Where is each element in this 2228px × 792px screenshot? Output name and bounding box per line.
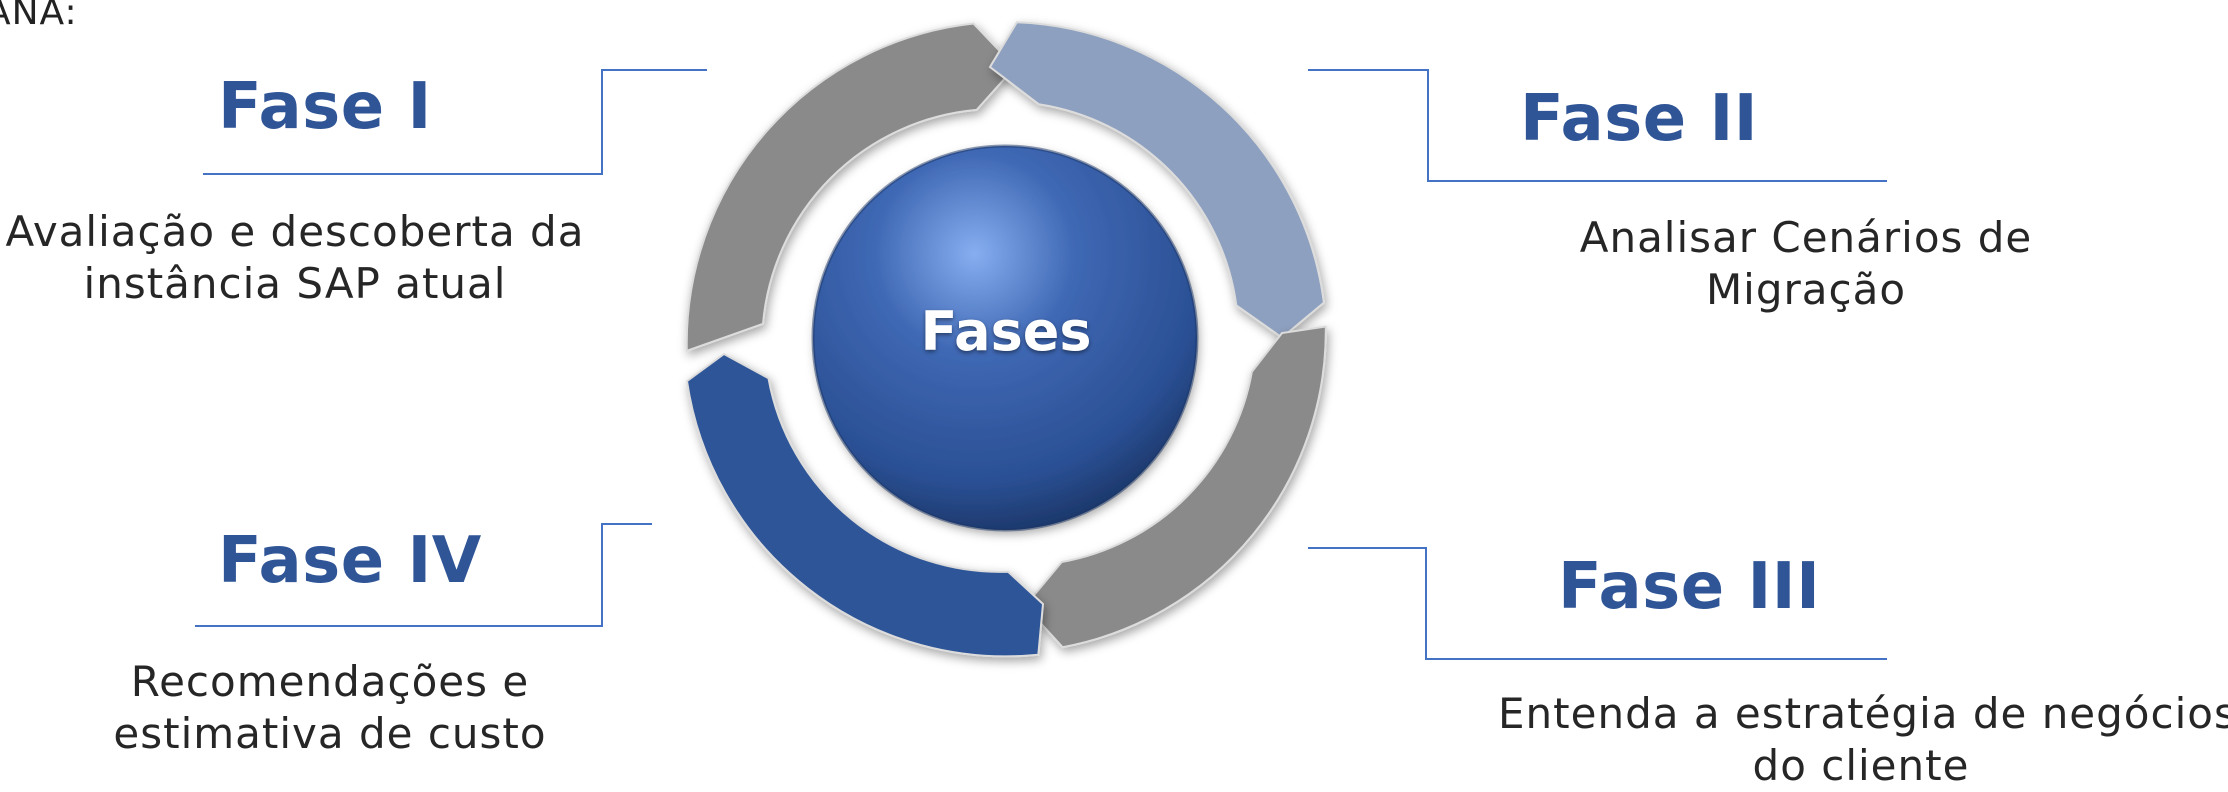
center-label: Fases <box>920 300 1092 363</box>
phase-title-fase-4: Fase IV <box>218 524 482 598</box>
arrow-fase-2 <box>988 21 1325 339</box>
arrow-fase-4 <box>685 352 1045 658</box>
phase-title-fase-3: Fase III <box>1558 550 1821 624</box>
phase-desc-fase-3-line-2: do cliente <box>1752 741 1970 790</box>
corner-text: ANA: <box>0 0 78 33</box>
phase-desc-fase-2-line-2: Migração <box>1705 265 1907 314</box>
phase-desc-fase-4: Recomendações e estimativa de custo <box>98 656 562 760</box>
connector-fase-1 <box>203 69 707 175</box>
center-circle <box>813 146 1197 530</box>
phase-desc-fase-3: Entenda a estratégia de negócios do clie… <box>1498 688 2228 792</box>
phase-desc-fase-2: Analisar Cenários de Migração <box>1556 212 2056 316</box>
phase-desc-fase-1: Avaliação e descoberta da instância SAP … <box>4 206 586 310</box>
phase-desc-fase-2-line-1: Analisar Cenários de <box>1579 213 2033 262</box>
phase-desc-fase-1-line-1: Avaliação e descoberta da <box>5 207 585 256</box>
phase-desc-fase-1-line-2: instância SAP atual <box>83 259 507 308</box>
connector-fase-4 <box>195 523 652 627</box>
phase-title-fase-2: Fase II <box>1520 82 1759 156</box>
phase-desc-fase-4-line-1: Recomendações e <box>130 657 530 706</box>
arrow-fase-1 <box>685 22 1017 353</box>
phase-title-fase-1: Fase I <box>218 70 432 144</box>
connector-fase-2 <box>1308 69 1887 182</box>
phase-desc-fase-3-line-1: Entenda a estratégia de negócios <box>1498 689 2228 738</box>
center-circle-rim <box>811 144 1199 532</box>
connector-fase-3 <box>1308 547 1887 660</box>
phase-desc-fase-4-line-2: estimativa de custo <box>113 709 547 758</box>
arrow-fase-3 <box>1023 325 1327 649</box>
